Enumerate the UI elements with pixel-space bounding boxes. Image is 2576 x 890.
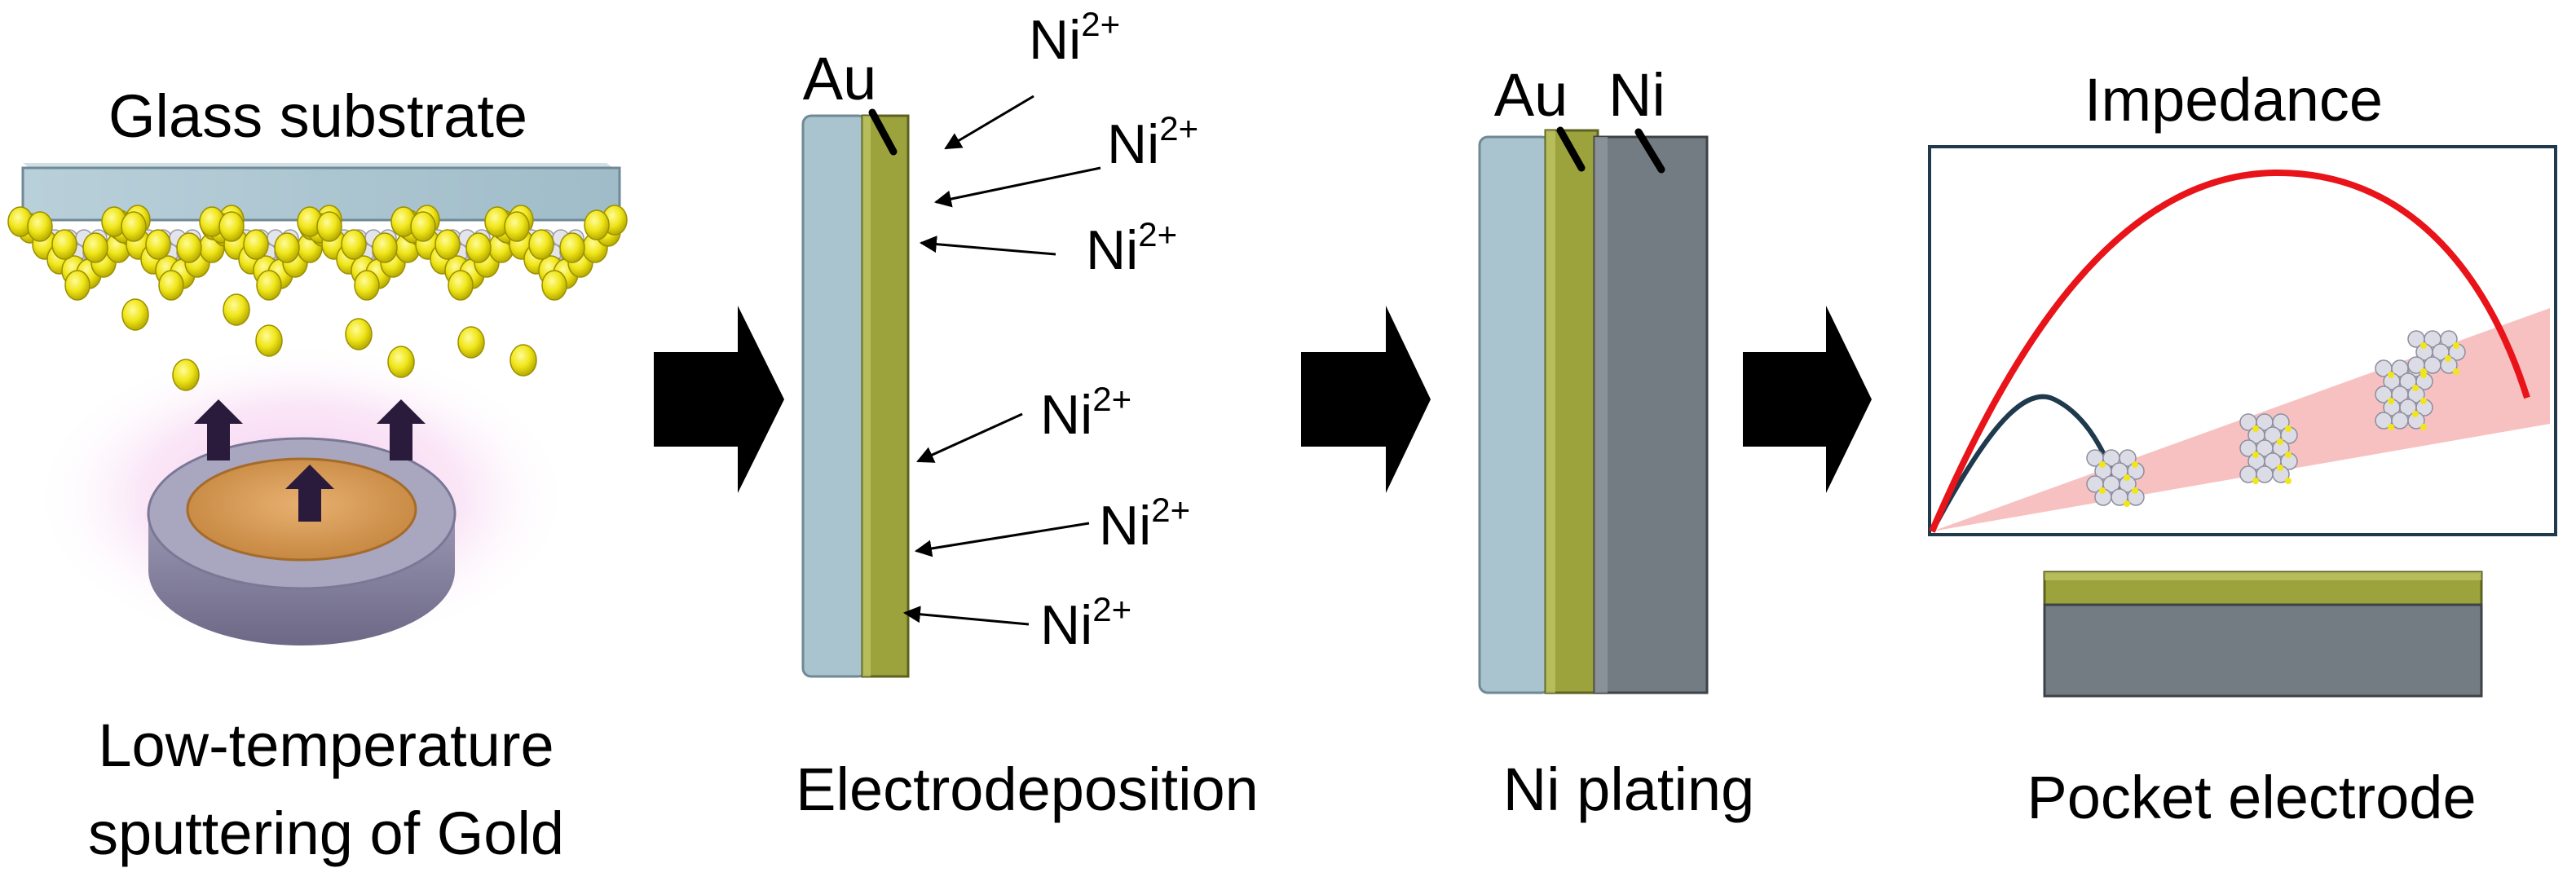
process-arrow-icon xyxy=(1301,306,1431,493)
ni-ion-label: Ni2+ xyxy=(933,109,1198,208)
gold-atom xyxy=(345,318,373,350)
gold-atom xyxy=(255,324,283,357)
ni-plating-caption: Ni plating xyxy=(1503,756,1755,823)
large-impedance-arc xyxy=(1929,169,2530,533)
nickel-ion-group: Ni2+ Ni2+ Ni2+ Ni2+ Ni2+ Ni2+ xyxy=(902,5,1198,656)
sputtering-caption-line2: sputtering of Gold xyxy=(88,800,564,867)
panel-impedance: Impedance Pocket electrode xyxy=(1928,66,2557,831)
deposition-arrow-icon xyxy=(919,236,1056,256)
gold-atom xyxy=(509,344,537,377)
svg-text:Ni2+: Ni2+ xyxy=(1029,5,1120,71)
gold-atom xyxy=(172,359,200,391)
process-arrow-icon xyxy=(654,306,784,493)
svg-text:Ni2+: Ni2+ xyxy=(1099,491,1190,557)
gold-island xyxy=(484,205,628,301)
impedance-title: Impedance xyxy=(2084,66,2383,134)
nanoparticle-cluster xyxy=(2407,330,2466,375)
deposition-arrow-icon xyxy=(902,606,1030,626)
au-label: Au xyxy=(803,45,877,112)
ni-ion-label: Ni2+ xyxy=(944,5,1120,150)
nanoparticle-cluster xyxy=(2086,449,2145,507)
electrodeposition-caption: Electrodeposition xyxy=(796,756,1259,823)
sputtered-gold-atoms xyxy=(121,293,537,391)
nickel-layer xyxy=(1593,135,1709,694)
panel-sputtering: Glass substrate Low-temperature sputteri… xyxy=(7,82,628,867)
process-arrow-icon xyxy=(1743,306,1872,493)
svg-text:Ni2+: Ni2+ xyxy=(1040,590,1131,656)
glass-layer xyxy=(1478,135,1551,694)
pocket-electrode xyxy=(2043,571,2483,698)
panel-electrodeposition: Au Ni2+ Ni2+ Ni2+ Ni2+ Ni2+ Ni2+ Electrodepos… xyxy=(796,5,1259,823)
up-arrow-icon xyxy=(285,465,334,522)
ni-ion-label: Ni2+ xyxy=(919,215,1177,281)
gold-island-layer xyxy=(7,205,628,301)
svg-text:Ni2+: Ni2+ xyxy=(1040,380,1131,446)
gold-atom xyxy=(223,293,250,326)
sputter-target xyxy=(147,437,457,645)
nanoparticle-cluster xyxy=(2239,413,2298,484)
deposition-arrow-icon xyxy=(944,95,1034,150)
ni-ion-label: Ni2+ xyxy=(902,590,1131,656)
gold-atom xyxy=(457,326,485,359)
deposition-arrow-icon xyxy=(916,412,1023,463)
nanoparticle-clusters xyxy=(2086,330,2466,507)
pocket-electrode-caption: Pocket electrode xyxy=(2027,764,2476,831)
gold-atom xyxy=(121,298,149,331)
up-arrow-icon xyxy=(194,399,243,460)
svg-text:Ni2+: Ni2+ xyxy=(1086,215,1177,281)
ni-ion-label: Ni2+ xyxy=(914,491,1190,557)
ni-ion-label: Ni2+ xyxy=(916,380,1131,463)
ejection-arrows xyxy=(194,399,426,522)
gold-atom xyxy=(387,346,415,378)
sputtering-caption-line1: Low-temperature xyxy=(98,712,554,779)
deposition-arrow-icon xyxy=(914,522,1090,557)
ni-label: Ni xyxy=(1608,61,1665,129)
au-label: Au xyxy=(1494,61,1568,129)
up-arrow-icon xyxy=(377,399,426,460)
svg-text:Ni2+: Ni2+ xyxy=(1107,109,1198,175)
glass-substrate-label: Glass substrate xyxy=(108,82,527,150)
glass-layer xyxy=(801,114,868,678)
deposition-arrow-icon xyxy=(933,166,1101,208)
panel-ni-plating: Au Ni Ni plating xyxy=(1478,61,1755,823)
